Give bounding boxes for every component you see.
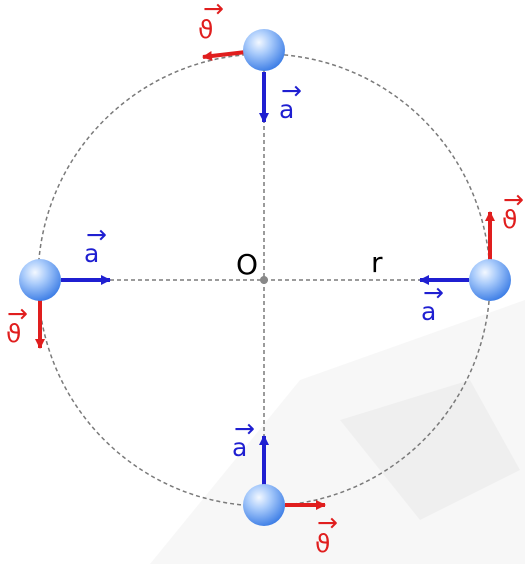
bottom-ball <box>243 484 285 526</box>
bottom-acceleration-vector-mark: → <box>234 414 255 443</box>
radius-label: r <box>371 246 383 279</box>
left-ball <box>19 259 61 301</box>
top-acceleration-label: a <box>279 95 294 124</box>
center-label: O <box>236 248 258 281</box>
top-velocity-label: ϑ <box>198 15 213 44</box>
bottom-velocity-vector-mark: → <box>317 508 338 537</box>
left-acceleration-vector-mark: → <box>86 220 107 249</box>
watermark-shape-inner <box>340 380 520 520</box>
right-ball <box>469 259 511 301</box>
right-acceleration-vector-mark: → <box>423 278 444 307</box>
right-velocity-label: ϑ <box>502 205 517 234</box>
top-acceleration-vector-mark: → <box>281 76 302 105</box>
right-velocity-vector-mark: → <box>503 185 524 214</box>
bottom-velocity-label: ϑ <box>315 529 330 558</box>
top-velocity-vector-mark: → <box>203 0 224 23</box>
right-acceleration-label: a <box>421 297 436 326</box>
bottom-acceleration-label: a <box>232 433 247 462</box>
left-velocity-vector-mark: → <box>7 299 28 328</box>
top-ball <box>243 29 285 71</box>
center-point <box>260 276 268 284</box>
left-velocity-label: ϑ <box>6 319 21 348</box>
top-velocity-arrow <box>202 50 247 61</box>
left-acceleration-label: a <box>84 239 99 268</box>
